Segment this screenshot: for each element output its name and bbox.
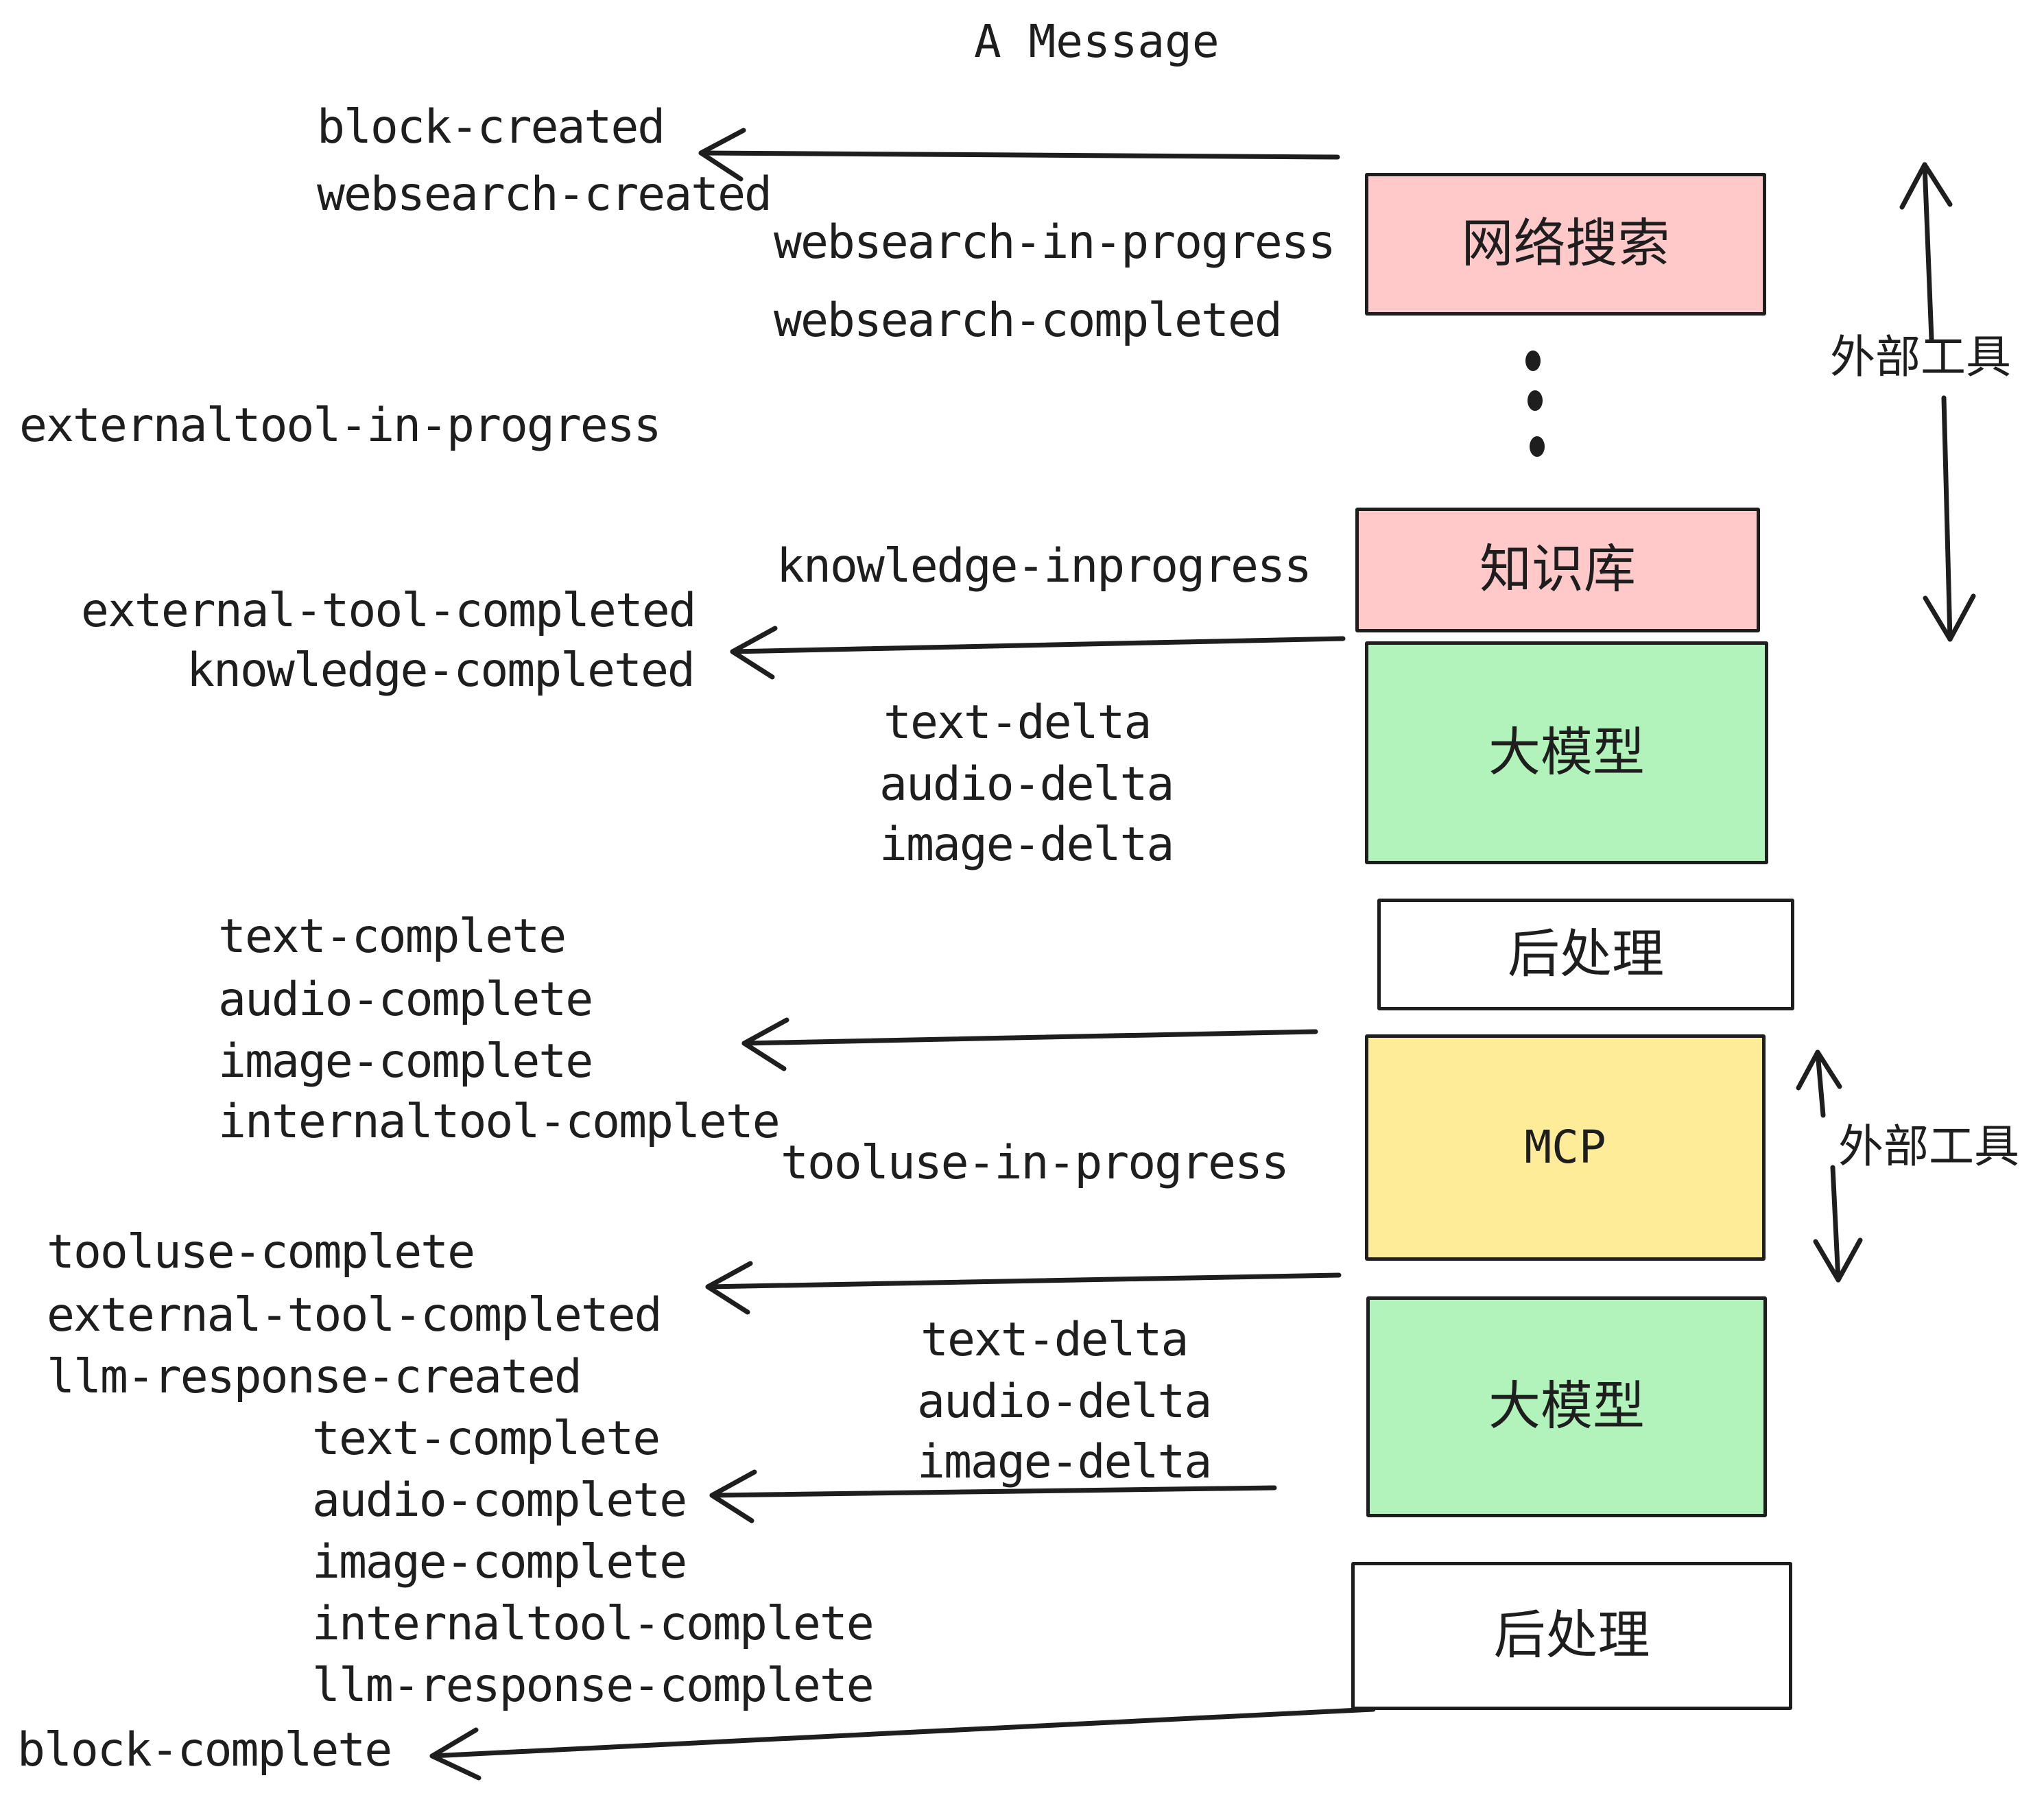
box-post-process-1: 后处理: [1377, 899, 1794, 1010]
event-websearch-completed: websearch-completed: [774, 294, 1283, 348]
event-block-complete: block-complete: [17, 1723, 392, 1777]
arrow-external-tools-up-2: [1796, 1049, 1842, 1118]
box-llm-2-label: 大模型: [1488, 1377, 1645, 1436]
event-external-tool-completed-2: external-tool-completed: [47, 1288, 663, 1342]
box-knowledge-base-label: 知识库: [1479, 541, 1636, 599]
box-knowledge-base: 知识库: [1355, 508, 1760, 632]
arrow-postprocess2-to-block-complete: [429, 1707, 1376, 1781]
event-audio-delta-2: audio-delta: [917, 1375, 1212, 1429]
box-llm-2: 大模型: [1366, 1296, 1767, 1517]
event-text-complete-1: text-complete: [218, 910, 567, 964]
event-text-delta-2: text-delta: [920, 1313, 1189, 1367]
event-externaltool-in-progress: externaltool-in-progress: [19, 399, 662, 453]
arrow-llm2-to-complete: [709, 1469, 1277, 1523]
box-mcp: MCP: [1365, 1034, 1766, 1261]
side-label-external-tools-2: 外部工具: [1838, 1121, 2019, 1172]
event-text-delta-1: text-delta: [883, 696, 1152, 750]
event-image-complete-2: image-complete: [312, 1535, 687, 1589]
event-knowledge-inprogress: knowledge-inprogress: [776, 539, 1312, 593]
arrow-knowledge-to-completed: [730, 626, 1346, 680]
event-image-delta-1: image-delta: [879, 818, 1174, 872]
arrow-external-tools-down-2: [1813, 1165, 1863, 1283]
arrow-mcp-to-tooluse-complete: [705, 1261, 1342, 1315]
event-audio-complete-1: audio-complete: [218, 973, 593, 1027]
event-tooluse-in-progress: tooluse-in-progress: [781, 1136, 1290, 1190]
event-knowledge-completed: knowledge-completed: [187, 643, 696, 698]
event-internaltool-complete-2: internaltool-complete: [312, 1597, 875, 1651]
event-websearch-created: websearch-created: [317, 167, 772, 222]
event-internaltool-complete-1: internaltool-complete: [218, 1095, 781, 1149]
box-post-process-2: 后处理: [1351, 1562, 1792, 1710]
event-text-complete-2: text-complete: [312, 1412, 661, 1466]
event-image-delta-2: image-delta: [917, 1435, 1212, 1489]
box-post-process-2-label: 后处理: [1493, 1606, 1650, 1665]
diagram-title: A Message: [974, 15, 1220, 68]
side-label-external-tools-1: 外部工具: [1830, 331, 2011, 382]
event-websearch-in-progress: websearch-in-progress: [774, 215, 1336, 270]
event-external-tool-completed: external-tool-completed: [81, 584, 697, 638]
event-audio-complete-2: audio-complete: [312, 1473, 687, 1528]
box-web-search-label: 网络搜索: [1461, 215, 1670, 273]
event-tooluse-complete: tooluse-complete: [47, 1225, 475, 1279]
arrow-external-tools-up-1: [1899, 162, 1953, 342]
arrow-websearch-to-created: [698, 128, 1340, 182]
event-llm-response-created: llm-response-created: [47, 1350, 582, 1404]
event-audio-delta-1: audio-delta: [879, 757, 1174, 811]
box-post-process-1-label: 后处理: [1508, 925, 1664, 984]
arrow-postprocess-to-complete: [741, 1017, 1318, 1071]
arrow-external-tools-down-1: [1923, 395, 1976, 642]
event-block-created: block-created: [317, 100, 665, 154]
ellipsis-dots: [1525, 351, 1545, 457]
event-llm-response-complete: llm-response-complete: [312, 1659, 875, 1713]
box-mcp-label: MCP: [1524, 1121, 1606, 1174]
box-llm-1-label: 大模型: [1488, 723, 1645, 782]
box-web-search: 网络搜索: [1365, 173, 1766, 316]
box-llm-1: 大模型: [1365, 641, 1768, 864]
event-image-complete-1: image-complete: [218, 1034, 593, 1089]
